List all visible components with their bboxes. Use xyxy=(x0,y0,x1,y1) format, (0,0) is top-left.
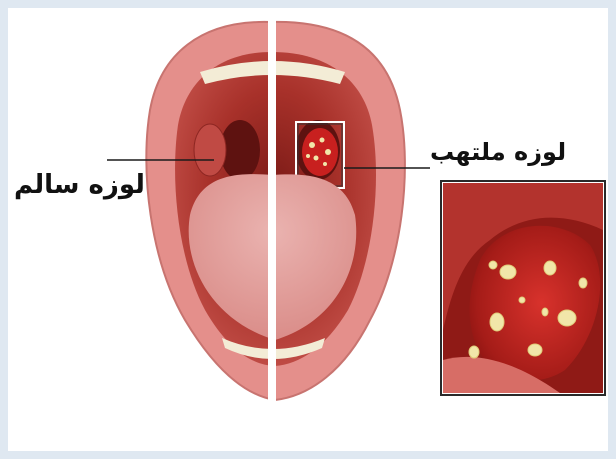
center-divider xyxy=(268,8,276,420)
healthy-tonsil xyxy=(194,124,226,176)
inflamed-tonsil-label: لوزه ملتهب xyxy=(430,140,566,164)
inflamed-tonsil xyxy=(302,128,338,176)
zoom-inset xyxy=(443,183,603,393)
healthy-tonsil-label: لوزه سالم xyxy=(14,172,145,198)
